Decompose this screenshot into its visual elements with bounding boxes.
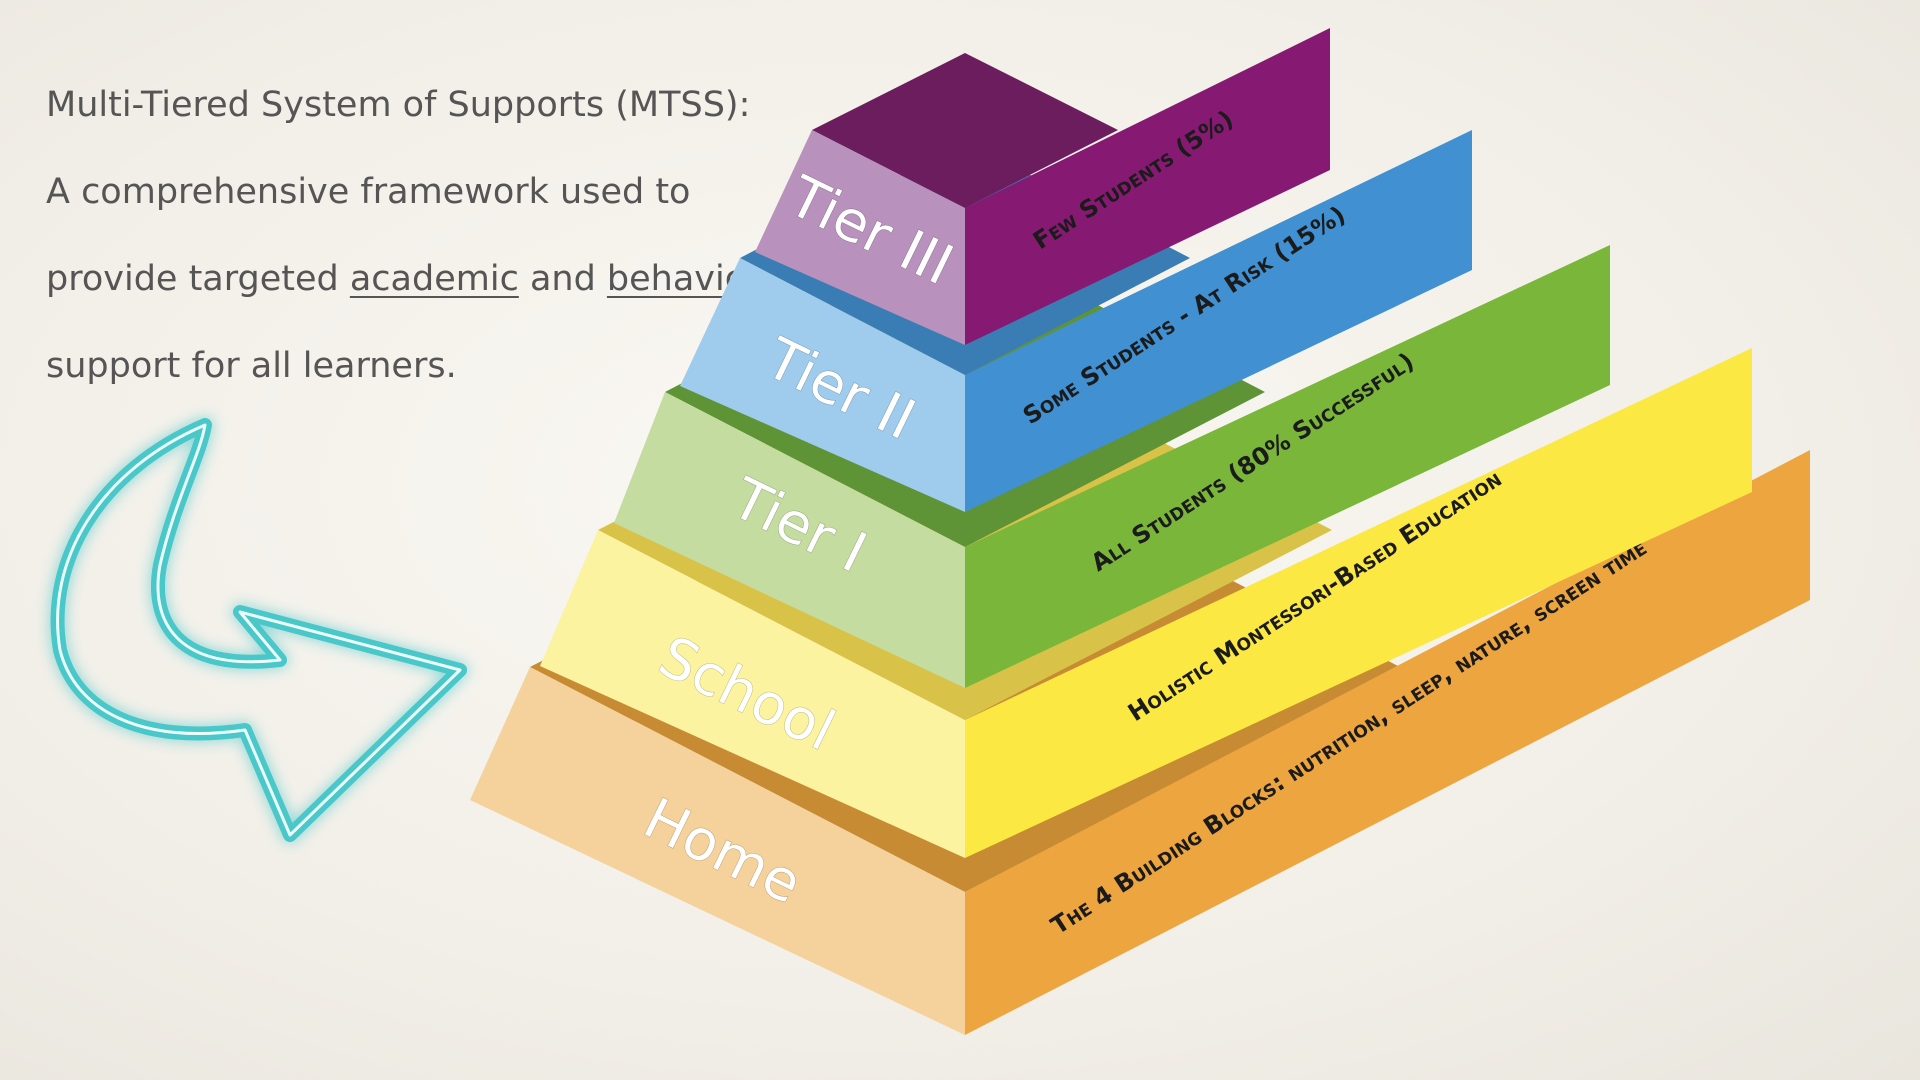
intro-line-1: Multi-Tiered System of Supports (MTSS): — [46, 85, 751, 125]
academic-link[interactable]: academic — [349, 259, 519, 299]
intro-line-3-mid: and — [518, 259, 607, 299]
level-tier3: Tier III Few Students (5%) — [755, 28, 1330, 345]
intro-line-3-prefix: provide targeted — [46, 259, 350, 299]
intro-line-2: A comprehensive framework used to — [46, 172, 691, 212]
level-tier3-right — [965, 28, 1330, 345]
level-home-left — [470, 667, 965, 1035]
curved-arrow-icon — [50, 418, 467, 842]
level-school-left — [540, 530, 965, 858]
level-school-right — [965, 348, 1752, 858]
level-tier3-top — [812, 53, 1118, 208]
level-home-right — [965, 450, 1810, 1035]
arrow-inner-stroke — [56, 423, 462, 837]
arrow-outer-stroke — [50, 418, 467, 842]
level-tier1-left — [614, 392, 965, 688]
level-tier2-right — [965, 130, 1472, 512]
level-tier3-left — [755, 130, 965, 345]
level-tier1-right — [965, 245, 1610, 688]
intro-line-4: support for all learners. — [46, 346, 457, 386]
level-tier2-left — [680, 258, 965, 512]
